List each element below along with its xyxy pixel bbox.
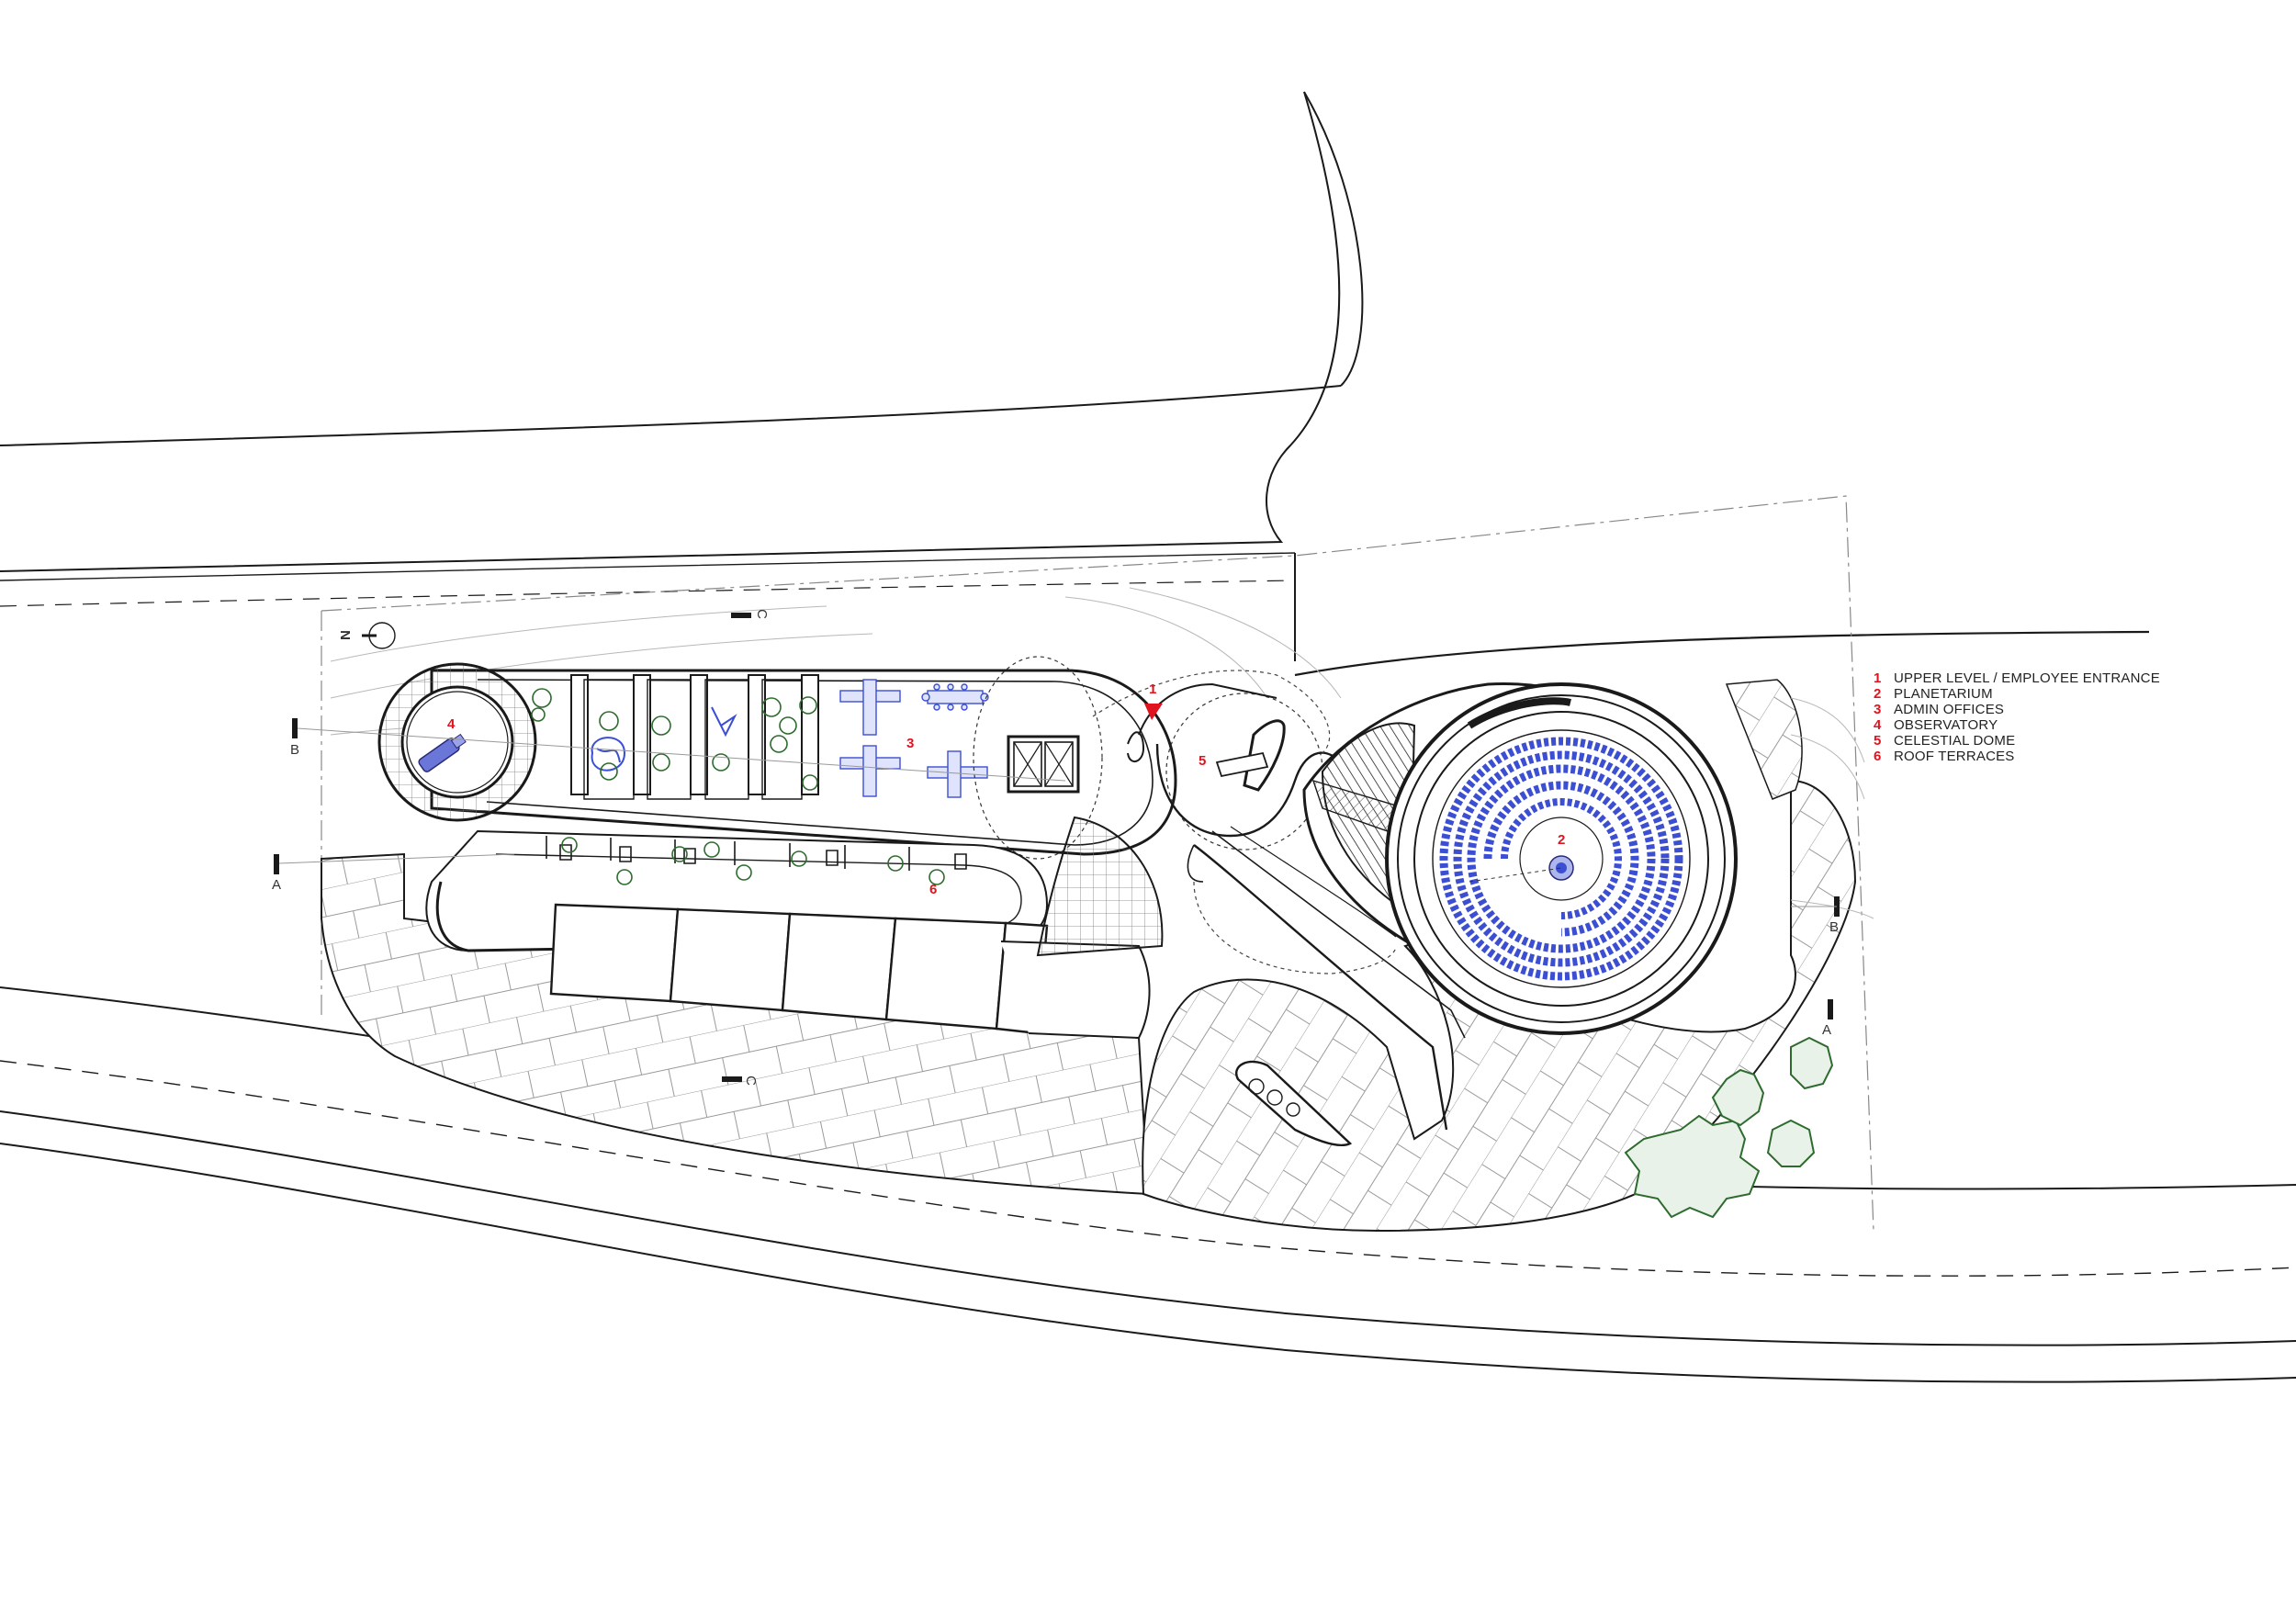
amphitheater-steps: [1036, 816, 1164, 957]
legend-label: PLANETARIUM: [1894, 686, 1993, 702]
legend-label: OBSERVATORY: [1894, 717, 1998, 733]
celestial-dome: [1127, 682, 1342, 850]
legend-item: 6 ROOF TERRACES: [1874, 749, 2259, 764]
north-label: N: [336, 630, 353, 640]
section-a-right: A: [1822, 1022, 1832, 1038]
seating-ring-outer: [1439, 737, 1683, 981]
projector-icon: [1548, 855, 1574, 881]
west-building: [377, 656, 1177, 860]
seating-ring-4: [1483, 781, 1639, 937]
legend-number: 5: [1874, 733, 1882, 749]
legend-item: 5 CELESTIAL DOME: [1874, 733, 2259, 749]
property-line: [321, 495, 1874, 1232]
paving-east-upper: [1725, 679, 1803, 800]
office-furniture: [839, 679, 989, 798]
legend-number: 6: [1874, 749, 1882, 764]
triangle-marker-icon: [1144, 704, 1163, 720]
section-c-top: C: [753, 609, 770, 619]
section-a-left: A: [272, 877, 282, 893]
legend-item: 2 PLANETARIUM: [1874, 686, 2259, 702]
label-roof-terraces: 6: [929, 882, 938, 897]
roof-terrace-bays: [570, 674, 819, 800]
legend-item: 1 UPPER LEVEL / EMPLOYEE ENTRANCE: [1874, 670, 2259, 686]
legend-label: CELESTIAL DOME: [1894, 733, 2016, 749]
label-admin-offices: 3: [906, 736, 915, 751]
legend-number: 1: [1874, 670, 1882, 686]
label-celestial-dome: 5: [1199, 753, 1207, 769]
plaza-monument: [1235, 1060, 1353, 1147]
observatory: [377, 662, 537, 822]
seating-ring-2: [1453, 750, 1670, 967]
dotted-path: [1092, 670, 1397, 974]
label-entrance: 1: [1149, 681, 1157, 697]
planetarium: [1302, 681, 1738, 1035]
section-b-right: B: [1829, 919, 1840, 935]
legend-label: ADMIN OFFICES: [1894, 702, 2005, 717]
seating-ring-5: [1501, 798, 1622, 919]
legend-number: 2: [1874, 686, 1882, 702]
legend-label: UPPER LEVEL / EMPLOYEE ENTRANCE: [1894, 670, 2160, 686]
seating-ring-3: [1467, 764, 1656, 953]
tree-icon: [1624, 1036, 1834, 1219]
label-planetarium: 2: [1558, 832, 1566, 848]
label-observatory: 4: [447, 716, 456, 732]
legend-number: 4: [1874, 717, 1882, 733]
legend-item: 4 OBSERVATORY: [1874, 717, 2259, 733]
section-b-left: B: [290, 742, 300, 758]
terrace-planting: [531, 688, 945, 885]
legend-item: 3 ADMIN OFFICES: [1874, 702, 2259, 717]
north-arrow-icon: [362, 622, 396, 649]
section-lines: [278, 727, 1837, 907]
elevator-core: [1007, 735, 1080, 794]
telescope-icon: [418, 733, 467, 772]
legend-label: ROOF TERRACES: [1894, 749, 2015, 764]
sculpture-icon: [591, 706, 737, 772]
legend: 1 UPPER LEVEL / EMPLOYEE ENTRANCE 2 PLAN…: [1874, 670, 2259, 764]
diagonal-ramp: [1187, 826, 1466, 1131]
legend-number: 3: [1874, 702, 1882, 717]
section-c-bottom: C: [742, 1076, 759, 1086]
